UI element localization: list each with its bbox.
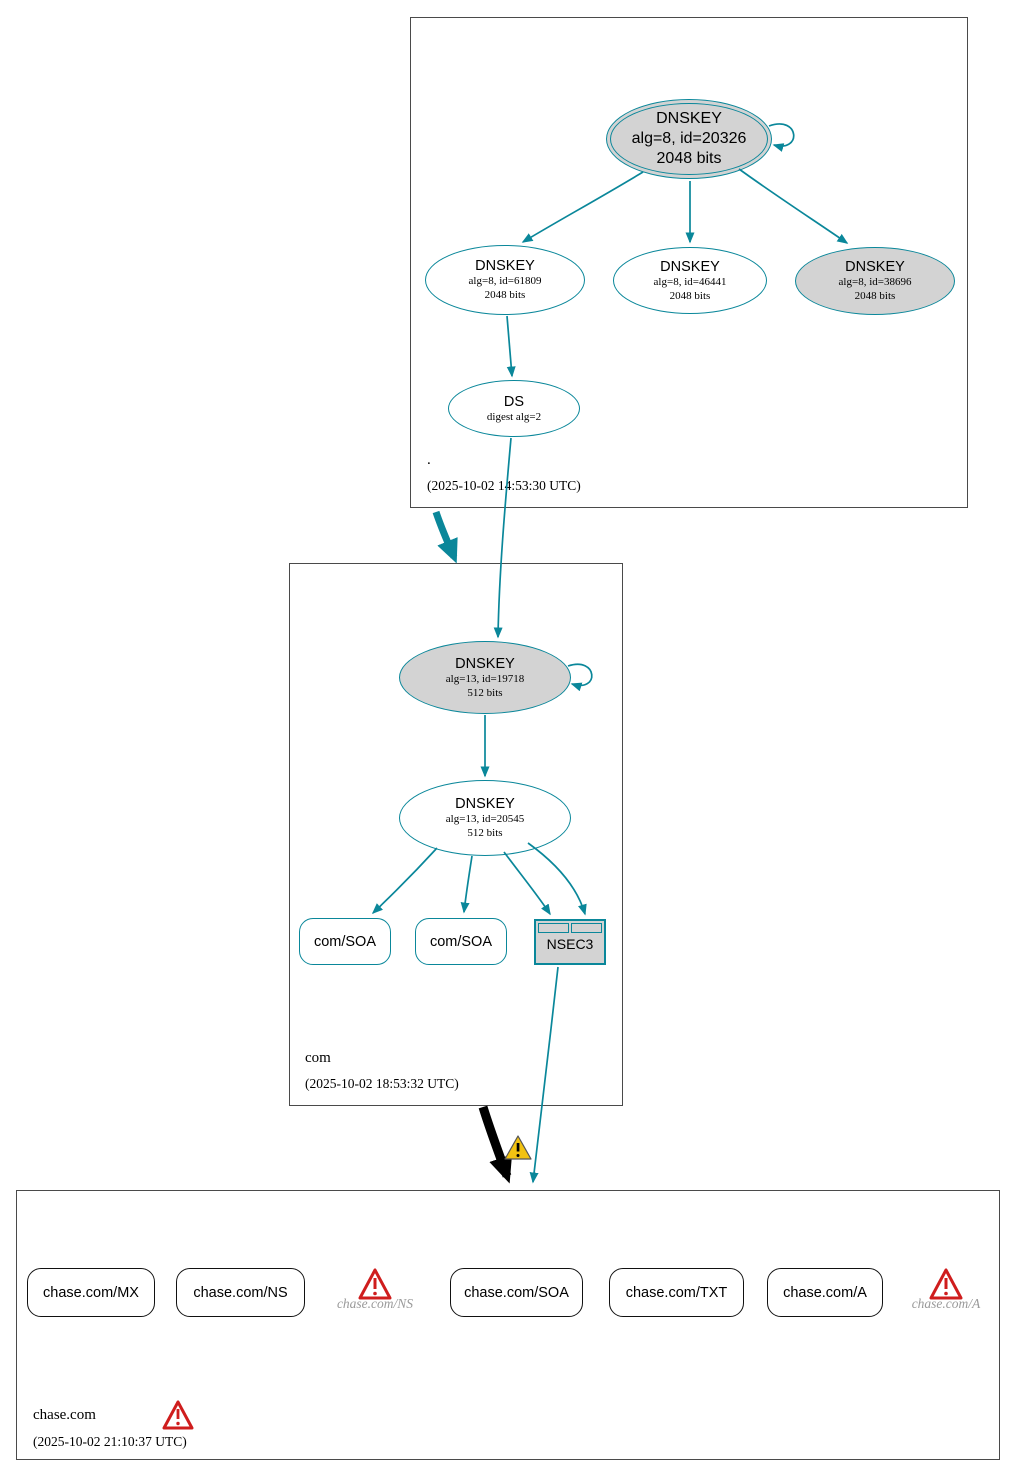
dnskey-title: DNSKEY: [845, 259, 905, 276]
rrset-node-chase-mx: chase.com/MX: [27, 1268, 155, 1317]
rrset-label: chase.com/NS: [193, 1284, 288, 1301]
ds-title: DS: [503, 393, 525, 410]
dnskey-alg-id: alg=8, id=61809: [468, 275, 542, 288]
dnskey-title: DNSKEY: [455, 796, 515, 813]
dnskey-ksk-node-root: DNSKEY alg=8, id=20326 2048 bits: [606, 99, 772, 179]
rrset-node-chase-soa: chase.com/SOA: [450, 1268, 583, 1317]
rrset-label: chase.com/TXT: [625, 1284, 728, 1301]
zone-label-chase: chase.com: [33, 1407, 96, 1423]
dnskey-node-61809: DNSKEY alg=8, id=61809 2048 bits: [425, 245, 585, 315]
dnskey-title: DNSKEY: [660, 258, 720, 275]
warning-triangle-icon-delegation: [504, 1135, 532, 1160]
rrset-node-chase-a: chase.com/A: [767, 1268, 883, 1317]
dnskey-zsk-node-com: DNSKEY alg=13, id=20545 512 bits: [399, 780, 571, 856]
dnskey-bits: 2048 bits: [484, 289, 526, 302]
dnskey-bits: 512 bits: [467, 827, 503, 840]
nsec3-node: NSEC3: [534, 919, 606, 965]
dnskey-bits: 2048 bits: [854, 290, 896, 303]
dnskey-bits: 2048 bits: [656, 150, 722, 167]
dnskey-title: DNSKEY: [656, 110, 722, 127]
rrset-label: chase.com/MX: [43, 1284, 139, 1301]
zone-box-chase: [16, 1190, 1000, 1460]
ds-digest: digest alg=2: [486, 410, 542, 423]
rrset-node-chase-txt: chase.com/TXT: [609, 1268, 744, 1317]
dnskey-alg-id: alg=8, id=46441: [653, 275, 727, 288]
zone-box-root: [410, 17, 968, 508]
zone-timestamp-root: (2025-10-02 14:53:30 UTC): [427, 478, 581, 493]
dnskey-bits: 512 bits: [467, 686, 503, 699]
rrset-label: com/SOA: [429, 933, 493, 950]
rrset-label: chase.com/A: [783, 1284, 867, 1301]
nsec3-header-cells: [538, 923, 602, 933]
nsec3-cell-right: [571, 923, 602, 933]
rrset-label: chase.com/SOA: [464, 1284, 569, 1301]
nsec3-cell-left: [538, 923, 569, 933]
rrset-node-com-soa-2: com/SOA: [415, 918, 507, 965]
dnskey-bits: 2048 bits: [669, 289, 711, 302]
dnskey-node-46441: DNSKEY alg=8, id=46441 2048 bits: [613, 247, 767, 314]
zone-timestamp-chase: (2025-10-02 21:10:37 UTC): [33, 1434, 187, 1449]
dnskey-alg-id: alg=8, id=20326: [631, 130, 747, 147]
missing-rrset-label-chase-a: chase.com/A: [911, 1296, 981, 1311]
dnskey-alg-id: alg=13, id=20545: [445, 813, 525, 826]
dnskey-ksk-node-root-inner: DNSKEY alg=8, id=20326 2048 bits: [610, 103, 768, 175]
dnskey-alg-id: alg=13, id=19718: [445, 672, 525, 685]
missing-rrset-label-chase-ns: chase.com/NS: [336, 1296, 414, 1311]
edge-delegation-root-to-com: [432, 510, 458, 564]
dnskey-alg-id: alg=8, id=38696: [838, 276, 912, 289]
dnskey-node-38696: DNSKEY alg=8, id=38696 2048 bits: [795, 247, 955, 315]
rrset-node-chase-ns: chase.com/NS: [176, 1268, 305, 1317]
zone-label-com: com: [305, 1050, 331, 1066]
rrset-node-com-soa-1: com/SOA: [299, 918, 391, 965]
nsec3-label: NSEC3: [546, 936, 594, 952]
ds-node: DS digest alg=2: [448, 380, 580, 437]
zone-timestamp-com: (2025-10-02 18:53:32 UTC): [305, 1076, 459, 1091]
edge-delegation-com-to-chase: [478, 1105, 513, 1184]
zone-label-root: .: [427, 452, 431, 468]
dnskey-title: DNSKEY: [475, 258, 535, 275]
dnskey-ksk-node-com: DNSKEY alg=13, id=19718 512 bits: [399, 641, 571, 714]
rrset-label: com/SOA: [313, 933, 377, 950]
dnskey-title: DNSKEY: [455, 655, 515, 672]
zone-box-com: [289, 563, 623, 1106]
